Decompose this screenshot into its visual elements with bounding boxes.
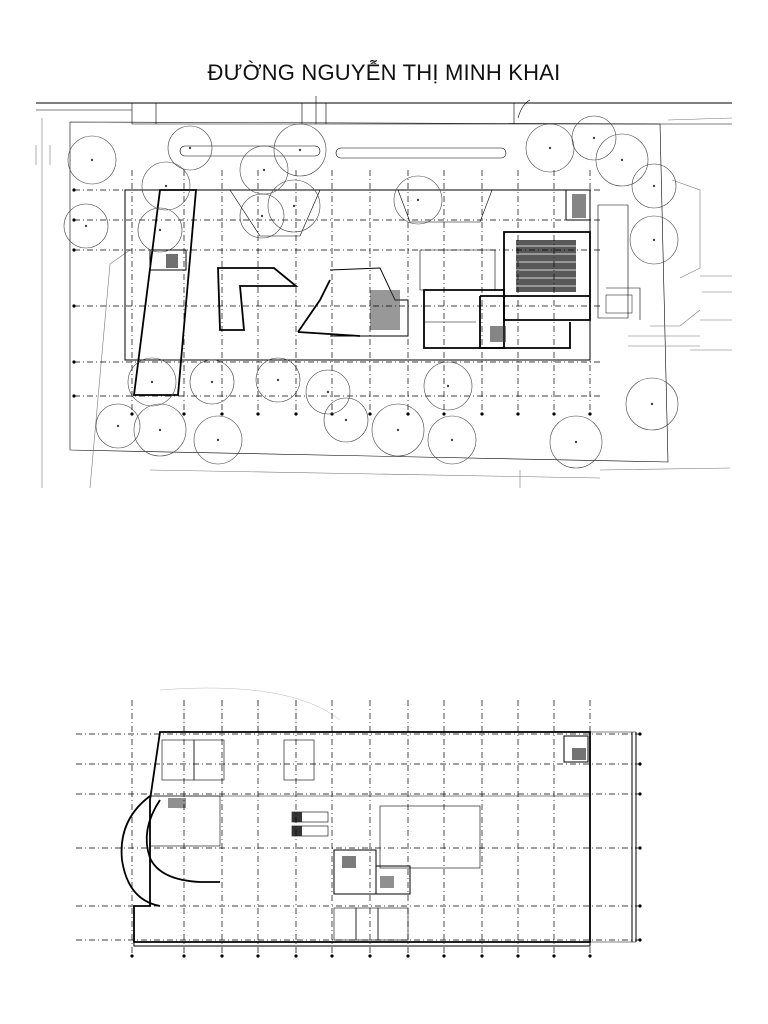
- basement-guide-lines: [159, 687, 341, 734]
- street-boundary: [36, 96, 732, 125]
- grid-markers: [72, 188, 592, 416]
- auditorium-seating: [516, 240, 576, 292]
- tree-centers: [84, 136, 656, 444]
- basement-grid-horizontal: [76, 733, 640, 941]
- site-plan-drawing: [35, 96, 733, 489]
- basement-outline: [133, 731, 637, 947]
- parking-ramp: [120, 795, 220, 907]
- parking-strip: [179, 145, 507, 159]
- tree-symbols: [63, 115, 679, 469]
- grid-lines-horizontal: [74, 189, 600, 397]
- basement-rooms: [149, 735, 590, 941]
- basement-stairs: [168, 748, 586, 888]
- site-boundary: [35, 117, 733, 489]
- street-title: ĐƯỜNG NGUYỄN THỊ MINH KHAI: [207, 60, 561, 85]
- grid-lines-vertical: [131, 170, 591, 414]
- basement-grid-vertical: [131, 700, 591, 956]
- stair-cores: [166, 194, 633, 342]
- basement-grid-markers: [130, 732, 642, 958]
